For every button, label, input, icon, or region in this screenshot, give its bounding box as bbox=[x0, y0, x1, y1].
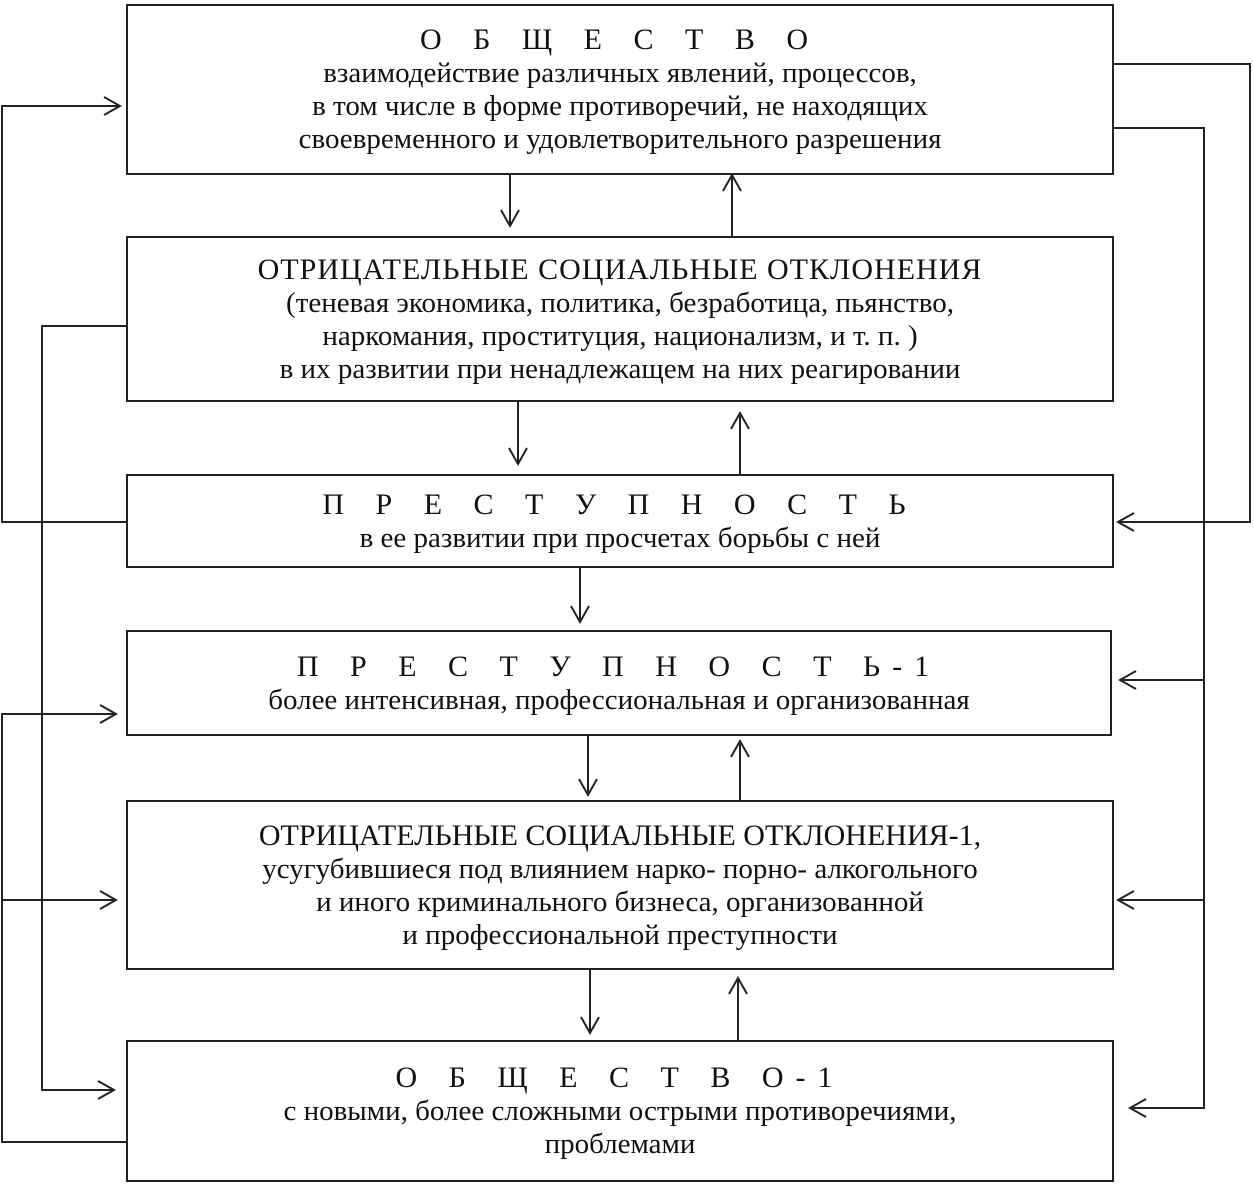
arrow-deviations1-to-society1 bbox=[580, 970, 600, 1036]
arrow-deviations1-to-crime1 bbox=[730, 738, 750, 800]
crime1-title: П Р Е С Т У П Н О С Т Ь-1 bbox=[296, 649, 942, 683]
crime-title: П Р Е С Т У П Н О С Т Ь bbox=[322, 487, 918, 521]
crime-line-1: в ее развитии при просчетах борьбы с ней bbox=[359, 521, 881, 554]
society1-box: О Б Щ Е С Т В О-1 с новыми, более сложны… bbox=[126, 1040, 1114, 1182]
deviations-box: ОТРИЦАТЕЛЬНЫЕ СОЦИАЛЬНЫЕ ОТКЛОНЕНИЯ (тен… bbox=[126, 236, 1114, 402]
arrow-deviations-to-society bbox=[722, 172, 742, 236]
society1-line-1: с новыми, более сложными острыми противо… bbox=[283, 1095, 957, 1127]
loop-society-to-lower-boxes bbox=[1112, 127, 1205, 1118]
society-line-2: в том числе в форме противоречий, не нах… bbox=[312, 90, 928, 122]
arrow-crime-to-crime1 bbox=[570, 568, 590, 625]
deviations1-line-3: и профессиональной преступности bbox=[402, 918, 838, 951]
arrow-crime1-to-deviations1 bbox=[578, 736, 598, 798]
loop-society-to-crime bbox=[1112, 63, 1251, 532]
deviations-line-2: наркомания, проституция, национализм, и … bbox=[322, 319, 918, 352]
society1-line-2: проблемами bbox=[544, 1128, 696, 1160]
arrow-deviations-to-crime bbox=[508, 402, 528, 467]
deviations1-line-1: усугубившиеся под влиянием нарко- порно-… bbox=[262, 852, 978, 885]
deviations-line-1: (теневая экономика, политика, безработиц… bbox=[286, 286, 954, 319]
society-title: О Б Щ Е С Т В О bbox=[420, 23, 820, 56]
society1-title: О Б Щ Е С Т В О-1 bbox=[395, 1061, 845, 1094]
society-line-3: своевременного и удовлетворительного раз… bbox=[298, 123, 942, 155]
arrow-society1-to-deviations1 bbox=[728, 975, 748, 1040]
arrow-crime-to-deviations bbox=[730, 410, 750, 474]
loop-society1-to-crime1-deviations1 bbox=[1, 704, 126, 1143]
crime1-box: П Р Е С Т У П Н О С Т Ь-1 более интенсив… bbox=[126, 630, 1112, 736]
loop-deviations-to-society1 bbox=[41, 325, 126, 1100]
arrow-society-to-deviations bbox=[500, 175, 520, 229]
deviations1-line-2: и иного криминального бизнеса, организов… bbox=[316, 885, 924, 918]
loop-crime-to-society bbox=[1, 96, 126, 523]
deviations1-box: ОТРИЦАТЕЛЬНЫЕ СОЦИАЛЬНЫЕ ОТКЛОНЕНИЯ-1, у… bbox=[126, 800, 1114, 970]
crime-box: П Р Е С Т У П Н О С Т Ь в ее развитии пр… bbox=[126, 474, 1114, 568]
society-box: О Б Щ Е С Т В О взаимодействие различных… bbox=[126, 4, 1114, 175]
deviations1-title: ОТРИЦАТЕЛЬНЫЕ СОЦИАЛЬНЫЕ ОТКЛОНЕНИЯ-1, bbox=[258, 818, 982, 852]
deviations-title: ОТРИЦАТЕЛЬНЫЕ СОЦИАЛЬНЫЕ ОТКЛОНЕНИЯ bbox=[257, 252, 983, 286]
society-line-1: взаимодействие различных явлений, процес… bbox=[323, 57, 917, 89]
crime1-line-1: более интенсивная, профессиональная и ор… bbox=[268, 683, 970, 716]
deviations-line-3: в их развитии при ненадлежащем на них ре… bbox=[279, 352, 961, 385]
